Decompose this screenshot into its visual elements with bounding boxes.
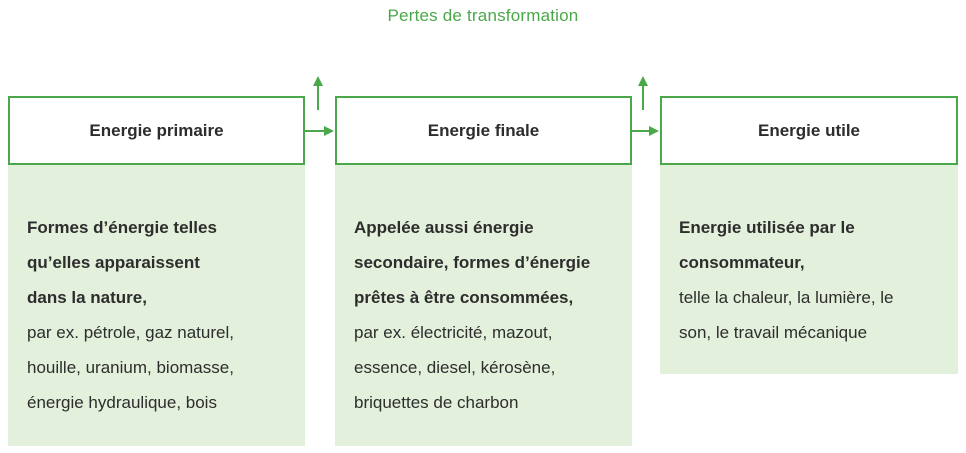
column-title-primary-energy: Energie primaire — [8, 96, 305, 165]
description-bold-line: qu’elles apparaissent — [27, 253, 200, 272]
description-line: houille, uranium, biomasse, — [27, 358, 234, 377]
description-bold-line: Energie utilisée par le — [679, 218, 855, 237]
column-description-final-energy: Appelée aussi énergie secondaire, formes… — [335, 165, 632, 420]
column-description-primary-energy: Formes d’énergie telles qu’elles apparai… — [8, 165, 305, 420]
column-useful-energy: Energie utile Energie utilisée par le co… — [660, 96, 958, 374]
description-line: essence, diesel, kérosène, — [354, 358, 556, 377]
description-bold-line: consommateur, — [679, 253, 805, 272]
loss-label: Pertes de transformation — [387, 6, 579, 25]
description-line: énergie hydraulique, bois — [27, 393, 217, 412]
column-title-final-energy: Energie finale — [335, 96, 632, 165]
description-line: par ex. pétrole, gaz naturel, — [27, 323, 234, 342]
description-line: briquettes de charbon — [354, 393, 519, 412]
arrow-up-icon — [313, 76, 323, 110]
description-bold-line: secondaire, formes d’énergie — [354, 253, 591, 272]
description-bold-line: dans la nature, — [27, 288, 147, 307]
arrow-right-icon — [632, 126, 659, 136]
column-final-energy: Energie finale Appelée aussi énergie sec… — [335, 96, 632, 446]
description-bold-line: Appelée aussi énergie — [354, 218, 534, 237]
description-bold-line: Formes d’énergie telles — [27, 218, 217, 237]
description-bold-line: prêtes à être consommées, — [354, 288, 574, 307]
description-line: son, le travail mécanique — [679, 323, 868, 342]
column-primary-energy: Energie primaire Formes d’énergie telles… — [8, 96, 305, 446]
column-title-useful-energy: Energie utile — [660, 96, 958, 165]
column-description-useful-energy: Energie utilisée par le consommateur, te… — [660, 165, 958, 350]
arrow-up-icon — [638, 76, 648, 110]
arrow-right-icon — [305, 126, 334, 136]
description-line: telle la chaleur, la lumière, le — [679, 288, 894, 307]
description-line: par ex. électricité, mazout, — [354, 323, 553, 342]
